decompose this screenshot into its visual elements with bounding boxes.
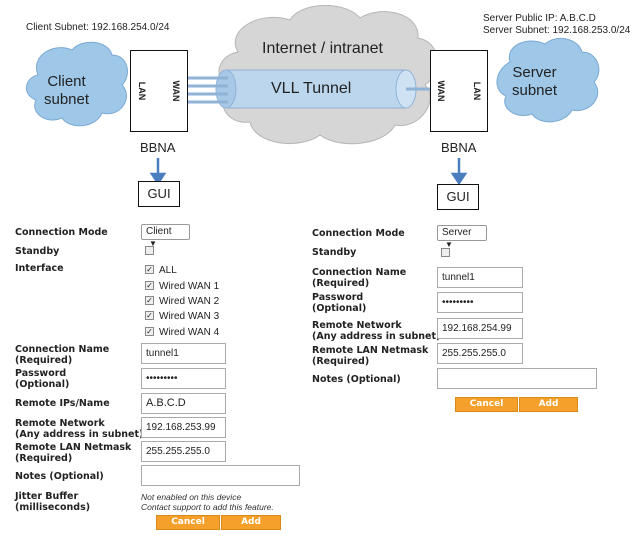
client-remote-ips-label: Remote IPs/Name [15,398,110,409]
server-gui-arrow [450,158,468,186]
server-notes-label: Notes (Optional) [312,374,401,385]
client-remote-network-label: Remote Network (Any address in subnet) [15,418,143,440]
client-connection-name-sub: (Required) [15,355,73,366]
interface-all-checkbox[interactable]: ✓ [145,265,154,274]
internet-label: Internet / intranet [262,40,383,57]
client-password-label: Password (Optional) [15,368,69,390]
server-remote-network-label: Remote Network (Any address in subnet) [312,320,440,342]
server-wan-port-label: WAN [436,80,446,102]
client-wan-port-label: WAN [171,80,181,102]
client-notes-input[interactable] [141,465,300,486]
client-subnet-info: Client Subnet: 192.168.254.0/24 [26,22,170,33]
client-lan-port-label: LAN [137,81,147,101]
client-cancel-button[interactable]: Cancel [156,515,220,530]
interface-wan2-checkbox[interactable]: ✓ [145,296,154,305]
server-remote-network-title: Remote Network [312,320,402,331]
client-bbna-label: BBNA [140,140,176,155]
client-remote-network-sub: (Any address in subnet) [15,429,144,440]
server-bbna-device [430,50,488,132]
server-connection-mode-label: Connection Mode [312,228,405,239]
client-gui-arrow [149,158,167,186]
client-remote-ips-input[interactable]: A.B.C.D [141,393,226,414]
client-standby-label: Standby [15,246,60,257]
server-standby-label: Standby [312,247,357,258]
server-connection-mode-value: Server [442,227,472,238]
server-remote-netmask-input[interactable]: 255.255.255.0 [437,343,523,364]
client-remote-netmask-label: Remote LAN Netmask (Required) [15,442,131,464]
server-standby-checkbox[interactable] [441,248,450,257]
chevron-down-icon: ▼ [149,239,157,248]
interface-wan4-label: Wired WAN 4 [159,327,220,338]
interface-wan2-label: Wired WAN 2 [159,296,220,307]
interface-wan3-label: Wired WAN 3 [159,311,220,322]
server-remote-network-input[interactable]: 192.168.254.99 [437,318,523,339]
server-cancel-button[interactable]: Cancel [455,397,518,412]
server-password-title: Password [312,292,364,303]
server-subnet-label: Server subnet [512,64,558,99]
server-bbna-label: BBNA [441,140,477,155]
client-password-sub: (Optional) [15,379,70,390]
server-gui-box: GUI [437,184,479,210]
server-remote-network-sub: (Any address in subnet) [312,331,441,342]
client-wan-links [185,76,228,104]
server-password-label: Password (Optional) [312,292,366,314]
server-connection-name-input[interactable]: tunnel1 [437,267,523,288]
client-subnet-cloud [26,41,128,127]
client-connection-mode-label: Connection Mode [15,227,108,238]
network-diagram [26,5,600,186]
server-add-button[interactable]: Add [519,397,578,412]
client-password-input[interactable]: ••••••••• [141,368,226,389]
server-password-sub: (Optional) [312,303,367,314]
client-connection-mode-select[interactable]: Client ▼ [141,224,190,248]
interface-wan1-checkbox[interactable]: ✓ [145,281,154,290]
client-connection-name-input[interactable]: tunnel1 [141,343,226,364]
client-standby-checkbox[interactable] [145,246,154,255]
client-connection-name-label: Connection Name (Required) [15,344,109,366]
jitter-note-line2: Contact support to add this feature. [141,502,274,512]
client-remote-netmask-title: Remote LAN Netmask [15,442,132,453]
client-bbna-device [130,50,188,132]
client-jitter-title: Jitter Buffer [15,491,79,502]
interface-wan4-checkbox[interactable]: ✓ [145,327,154,336]
server-remote-netmask-label: Remote LAN Netmask (Required) [312,345,428,367]
client-jitter-sub: (milliseconds) [15,502,91,513]
server-password-input[interactable]: ••••••••• [437,292,523,313]
server-subnet-cloud [496,37,600,123]
client-jitter-note: Not enabled on this device Contact suppo… [141,492,274,512]
client-remote-netmask-input[interactable]: 255.255.255.0 [141,441,226,462]
server-connection-mode-select[interactable]: Server ▼ [437,225,487,249]
client-connection-mode-value: Client [146,226,172,237]
interface-all-label: ALL [159,265,177,276]
server-lan-port-label: LAN [472,81,482,101]
jitter-note-line1: Not enabled on this device [141,492,242,502]
tunnel-label: VLL Tunnel [271,80,352,97]
client-jitter-label: Jitter Buffer (milliseconds) [15,491,90,513]
client-remote-network-title: Remote Network [15,418,105,429]
interface-wan3-checkbox[interactable]: ✓ [145,311,154,320]
client-interface-label: Interface [15,263,64,274]
client-password-title: Password [15,368,67,379]
server-remote-netmask-sub: (Required) [312,356,370,367]
client-remote-netmask-sub: (Required) [15,453,73,464]
server-connection-name-sub: (Required) [312,278,370,289]
client-add-button[interactable]: Add [221,515,281,530]
client-notes-label: Notes (Optional) [15,471,104,482]
server-subnet-info: Server Subnet: 192.168.253.0/24 [483,25,631,36]
server-connection-name-title: Connection Name [312,267,407,278]
client-gui-box: GUI [138,181,180,207]
server-public-ip: Server Public IP: A.B.C.D [483,13,596,24]
server-remote-netmask-title: Remote LAN Netmask [312,345,429,356]
chevron-down-icon: ▼ [445,240,453,249]
client-connection-name-title: Connection Name [15,344,110,355]
server-connection-name-label: Connection Name (Required) [312,267,406,289]
client-subnet-label: Client subnet [44,73,90,108]
server-notes-input[interactable] [437,368,597,389]
interface-wan1-label: Wired WAN 1 [159,281,220,292]
client-remote-network-input[interactable]: 192.168.253.99 [141,417,226,438]
